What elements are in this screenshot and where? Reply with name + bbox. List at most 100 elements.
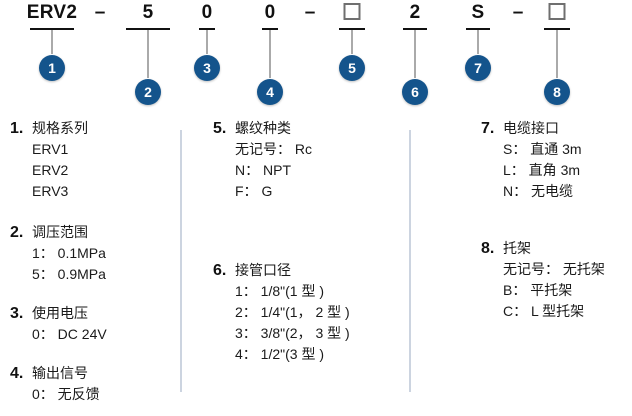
legend-option-list: 0： DC 24V [32,324,186,345]
legend-option: S： 直通 3m [503,141,582,157]
code-underline [403,28,427,30]
code-underline [126,28,170,30]
leader-line [147,30,149,78]
leader-line [351,30,353,54]
code-value: 0 [201,2,213,23]
legend-option: 4： 1/2"(3 型 ) [235,346,324,362]
legend-option: 1： 0.1MPa [32,245,106,261]
legend-entry-title: 接管口径 [235,262,291,278]
leader-line [269,30,271,78]
code-marker-circle-2: 2 [135,79,161,105]
code-separator-dash: – [94,2,106,23]
code-underline [199,28,215,30]
legend-option-list: 1： 1/8"(1 型 ) 2： 1/4"(1， 2 型 ) 3： 3/8"(2， … [235,281,408,365]
legend-option: ERV2 [32,162,69,178]
legend-entry-number: 3. [10,305,24,322]
legend-option: F： G [235,183,273,199]
legend-entry-title: 使用电压 [32,305,88,321]
legend-option: 3： 3/8"(2， 3 型 ) [235,325,350,341]
legend-entry-title: 输出信号 [32,365,88,381]
code-value: ERV2 [26,2,78,23]
code-segment-6: 2 [380,0,450,78]
legend-entry-body: 调压范围 1： 0.1MPa 5： 0.9MPa [32,222,186,285]
legend-entry-number: 5. [213,120,227,137]
code-segment-4: 0 [235,0,305,78]
leader-line [51,30,53,54]
legend-entry-number: 8. [481,240,495,257]
legend-option: N： NPT [235,162,291,178]
code-marker-circle-7: 7 [465,55,491,81]
code-segment-5 [317,0,387,54]
legend-column-2: 5. 螺纹种类无记号： Rc N： NPT F： G 6. 接管口径 1： 1/8"(1 型… [186,118,408,416]
legend-option-list: 1： 0.1MPa 5： 0.9MPa [32,243,186,285]
leader-line [477,30,479,54]
legend-option-list: 无记号： Rc N： NPT F： G [235,139,408,202]
legend-entry-title: 螺纹种类 [235,120,291,136]
leader-line [206,30,208,54]
legend-option: ERV3 [32,183,69,199]
legend-option: C： L 型托架 [503,303,585,319]
legend-entry-title: 托架 [503,240,531,256]
legend-option: 1： 1/8"(1 型 ) [235,283,324,299]
legend-option: 0： 无反馈 [32,386,100,402]
legend-entry-number: 1. [10,120,24,137]
code-segment-8 [522,0,592,78]
legend-entry-number: 2. [10,224,24,241]
code-marker-circle-6: 6 [402,79,428,105]
legend-entry-body: 输出信号 0： 无反馈 [32,363,186,405]
legend-entry-body: 螺纹种类无记号： Rc N： NPT F： G [235,118,408,202]
legend-option: 2： 1/4"(1， 2 型 ) [235,304,350,320]
code-marker-circle-3: 3 [194,55,220,81]
leader-line [414,30,416,78]
empty-box-placeholder-icon [317,0,387,26]
legend-entry: 2. 调压范围 1： 0.1MPa 5： 0.9MPa [10,222,186,285]
code-underline [466,28,490,30]
legend-option: ERV1 [32,141,69,157]
legend-option-list: S： 直通 3m L： 直角 3m N： 无电缆 [503,139,632,202]
code-marker-circle-5: 5 [339,55,365,81]
code-marker-circle-1: 1 [39,55,65,81]
code-segment-3: 0 [172,0,242,54]
legend-entry-title: 规格系列 [32,120,88,136]
legend-entry: 3. 使用电压 0： DC 24V [10,303,186,345]
code-separator-dash: – [512,2,524,23]
legend-option-list: 0： 无反馈 [32,384,186,405]
code-segment-1: ERV2 [17,0,87,54]
code-value: 2 [409,2,421,23]
leader-line [556,30,558,78]
code-underline [262,28,278,30]
empty-box-placeholder-icon [522,0,592,26]
legend-option: N： 无电缆 [503,183,573,199]
legend-entry-title: 调压范围 [32,224,88,240]
code-segment-2: 5 [113,0,183,78]
legend-entry-title: 电缆接口 [503,120,559,136]
code-marker-circle-8: 8 [544,79,570,105]
legend-option: 无记号： Rc [235,141,312,157]
code-marker-circle-4: 4 [257,79,283,105]
legend-entry-number: 4. [10,365,24,382]
code-segment-7: S [443,0,513,54]
code-underline [544,28,570,30]
legend-entry-number: 6. [213,262,227,279]
legend-entry: 5. 螺纹种类无记号： Rc N： NPT F： G [213,118,408,202]
legend-entry-body: 使用电压 0： DC 24V [32,303,186,345]
code-separator-dash: – [304,2,316,23]
column-divider-1 [180,130,182,392]
legend-entry: 6. 接管口径 1： 1/8"(1 型 ) 2： 1/4"(1， 2 型 ) 3： 3/… [213,260,408,365]
legend-option: 5： 0.9MPa [32,266,106,282]
legend-entry-body: 电缆接口 S： 直通 3m L： 直角 3m N： 无电缆 [503,118,632,202]
legend-entry-body: 接管口径 1： 1/8"(1 型 ) 2： 1/4"(1， 2 型 ) 3： 3/8"… [235,260,408,365]
column-divider-2 [409,130,411,392]
code-value: 5 [142,2,154,23]
legend-option: 无记号： 无托架 [503,261,605,277]
legend-option: L： 直角 3m [503,162,581,178]
legend-option: 0： DC 24V [32,326,107,342]
